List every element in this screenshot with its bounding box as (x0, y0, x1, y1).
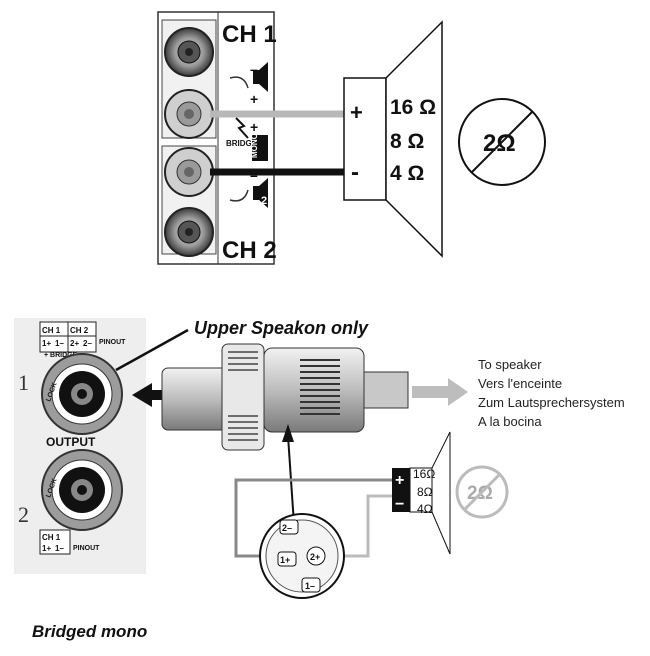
bridge-label: BRIDGE (226, 139, 258, 148)
insert-arrow (132, 383, 166, 407)
amp-output-panel: CH 1 CH 2 1+ 1– 2+ 2– PINOUT + BRIDGE – … (14, 318, 146, 574)
speakon-socket-lower: LOCK (41, 449, 123, 531)
speaker-minus: - (351, 159, 359, 186)
panel-ch1-bottom: CH 1 (42, 533, 61, 542)
panel-pin-1plus: 1+ (42, 339, 51, 348)
no-2-ohm-icon: 2Ω (458, 98, 546, 186)
pin-1plus: 1+ (280, 555, 290, 565)
speaker-top: + - 16 Ω 8 Ω 4 Ω (343, 20, 443, 258)
binding-post-ch1-plus (164, 89, 214, 139)
pin-1minus: 1– (305, 581, 315, 591)
terminal-minus-1: – (250, 61, 258, 77)
destination-en: To speaker (478, 357, 542, 372)
panel-pin-1minus: 1– (55, 339, 64, 348)
destination-es: A la bocina (478, 414, 542, 429)
ohm-8: 8 Ω (390, 130, 424, 153)
panel-ch1: CH 1 (42, 326, 61, 335)
ch2-label: CH 2 (222, 237, 277, 264)
panel-pinout: PINOUT (99, 339, 126, 346)
speakon-plug (161, 343, 409, 451)
ch2-num: 2 (261, 195, 267, 207)
to-speaker-arrow (412, 378, 468, 406)
speaker-plus: + (350, 100, 363, 125)
speaker-bottom-minus: − (395, 496, 404, 513)
upper-speakon-callout: Upper Speakon only (194, 318, 369, 338)
ch1-label: CH 1 (222, 21, 277, 48)
binding-post-ch2-plus (164, 147, 214, 197)
page-caption: Bridged mono (32, 622, 148, 641)
binding-post-ch1-minus (164, 27, 214, 77)
destination-fr: Vers l'enceinte (478, 376, 563, 391)
panel-pin-2plus: 2+ (70, 339, 79, 348)
speaker-bottom: + − 16Ω 8Ω 4Ω (392, 431, 451, 555)
panel-pinout-bottom: PINOUT (73, 545, 100, 552)
panel-output: OUTPUT (46, 435, 96, 449)
pin-2plus: 2+ (310, 552, 320, 562)
ohm-bottom-8: 8Ω (417, 485, 433, 499)
panel-num-2: 2 (18, 502, 29, 527)
ohm-bottom-16: 16Ω (413, 467, 435, 481)
speakon-socket-upper: LOCK (41, 353, 123, 435)
mono-label: MONO (250, 133, 259, 158)
ohm-4: 4 Ω (390, 162, 424, 185)
speaker-icon (252, 62, 268, 208)
amp-terminal-panel: CH 1 CH 2 BRIDGE MONO + – + – 2 (157, 11, 277, 265)
speakon-pin-diagram: 2– 1+ 2+ 1– (259, 513, 345, 599)
panel-pin-2minus: 2– (83, 339, 92, 348)
terminal-plus-2: + (250, 119, 258, 135)
binding-post-ch2-minus (164, 207, 214, 257)
panel-bridge: + BRIDGE – (44, 352, 83, 359)
callout-line (115, 328, 189, 372)
pin-2minus: 2– (282, 523, 292, 533)
no-2-ohm-icon-bottom: 2Ω (455, 465, 509, 519)
panel-ch2: CH 2 (70, 326, 89, 335)
speaker-bottom-plus: + (395, 472, 404, 489)
panel-num-1: 1 (18, 370, 29, 395)
destination-de: Zum Lautsprechersystem (478, 395, 625, 410)
ohm-bottom-4: 4Ω (417, 502, 433, 516)
panel-pin-1plus-bottom: 1+ (42, 544, 51, 553)
terminal-plus-1: + (250, 91, 258, 107)
panel-pin-1minus-bottom: 1– (55, 544, 64, 553)
lightning-icon (235, 117, 249, 139)
ohm-16: 16 Ω (390, 96, 436, 119)
